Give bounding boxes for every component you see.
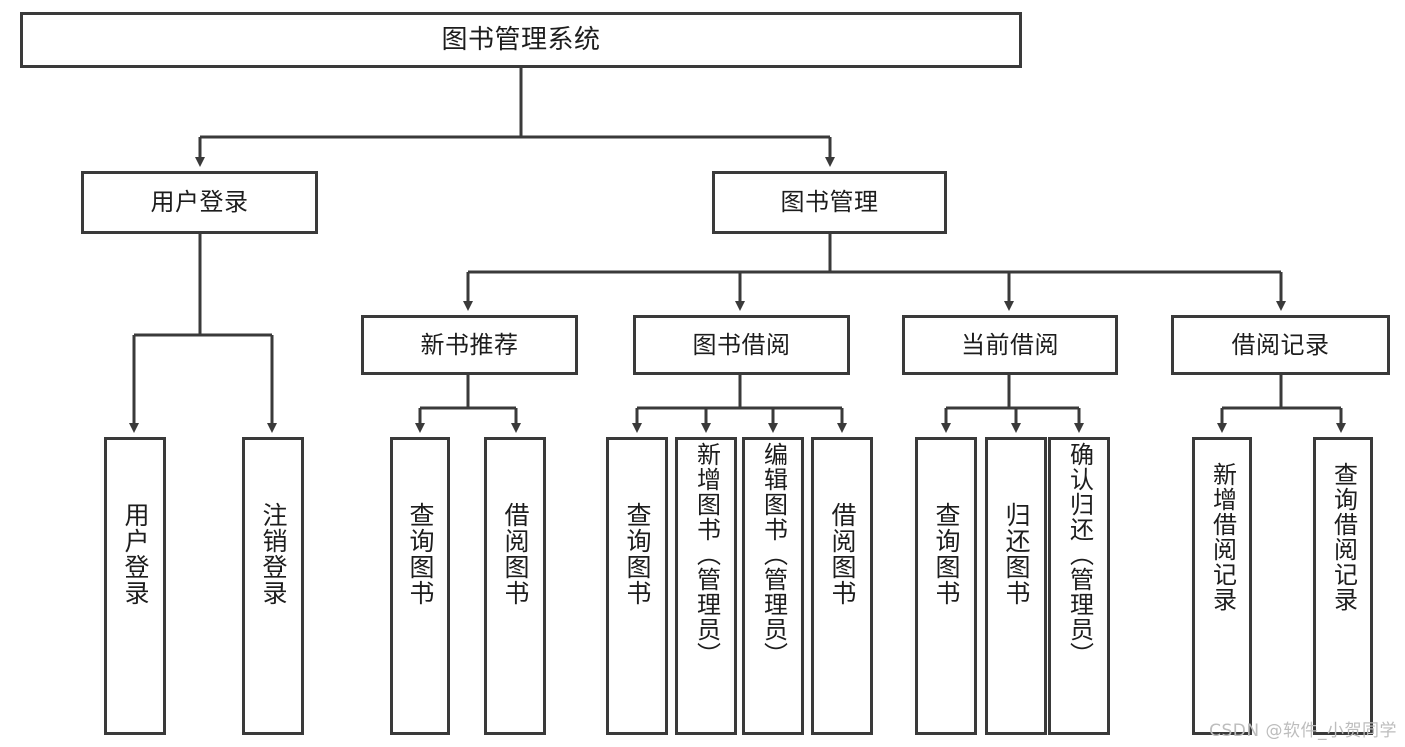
leaf-query-book-3[interactable]: 查询图书 [915, 437, 977, 735]
node-new-book-recommend[interactable]: 新书推荐 [361, 315, 578, 375]
leaf-borrow-book-1[interactable]: 借阅图书 [484, 437, 546, 735]
node-label: 查询图书 [406, 502, 435, 606]
leaf-confirm-return[interactable]: 确认归还（管理员） [1048, 437, 1110, 735]
node-borrow-record[interactable]: 借阅记录 [1171, 315, 1390, 375]
node-label: 借阅图书 [501, 502, 530, 606]
node-label: 新增图书（管理员） [692, 442, 721, 667]
leaf-return-book[interactable]: 归还图书 [985, 437, 1047, 735]
node-label: 图书管理系统 [441, 24, 601, 55]
node-label: 查询借阅记录 [1329, 462, 1358, 612]
node-label: 借阅图书 [828, 502, 857, 606]
leaf-edit-book[interactable]: 编辑图书（管理员） [742, 437, 804, 735]
leaf-query-book-1[interactable]: 查询图书 [390, 437, 450, 735]
node-label: 新书推荐 [420, 330, 519, 359]
leaf-logout-login[interactable]: 注销登录 [242, 437, 304, 735]
node-label: 借阅记录 [1231, 330, 1330, 359]
node-label: 新增借阅记录 [1208, 462, 1237, 612]
leaf-add-book[interactable]: 新增图书（管理员） [675, 437, 737, 735]
leaf-user-login[interactable]: 用户登录 [104, 437, 166, 735]
node-label: 图书管理 [780, 188, 879, 217]
node-label: 用户登录 [121, 502, 150, 606]
node-current-borrow[interactable]: 当前借阅 [902, 315, 1118, 375]
node-label: 图书借阅 [692, 330, 791, 359]
leaf-add-record[interactable]: 新增借阅记录 [1192, 437, 1252, 735]
node-system-title[interactable]: 图书管理系统 [20, 12, 1022, 68]
node-label: 当前借阅 [961, 330, 1059, 359]
leaf-borrow-book-2[interactable]: 借阅图书 [811, 437, 873, 735]
leaf-query-book-2[interactable]: 查询图书 [606, 437, 668, 735]
node-label: 用户登录 [150, 188, 249, 217]
node-book-borrow[interactable]: 图书借阅 [633, 315, 850, 375]
node-label: 编辑图书（管理员） [759, 442, 788, 667]
csdn-watermark: CSDN @软件_小贺同学 [1209, 721, 1397, 741]
node-label: 查询图书 [623, 502, 652, 606]
node-label: 查询图书 [932, 502, 961, 606]
node-label: 归还图书 [1002, 502, 1031, 606]
node-book-management[interactable]: 图书管理 [712, 171, 947, 234]
node-label: 注销登录 [259, 502, 288, 606]
node-user-login[interactable]: 用户登录 [81, 171, 318, 234]
leaf-query-record[interactable]: 查询借阅记录 [1313, 437, 1373, 735]
node-label: 确认归还（管理员） [1065, 442, 1094, 667]
